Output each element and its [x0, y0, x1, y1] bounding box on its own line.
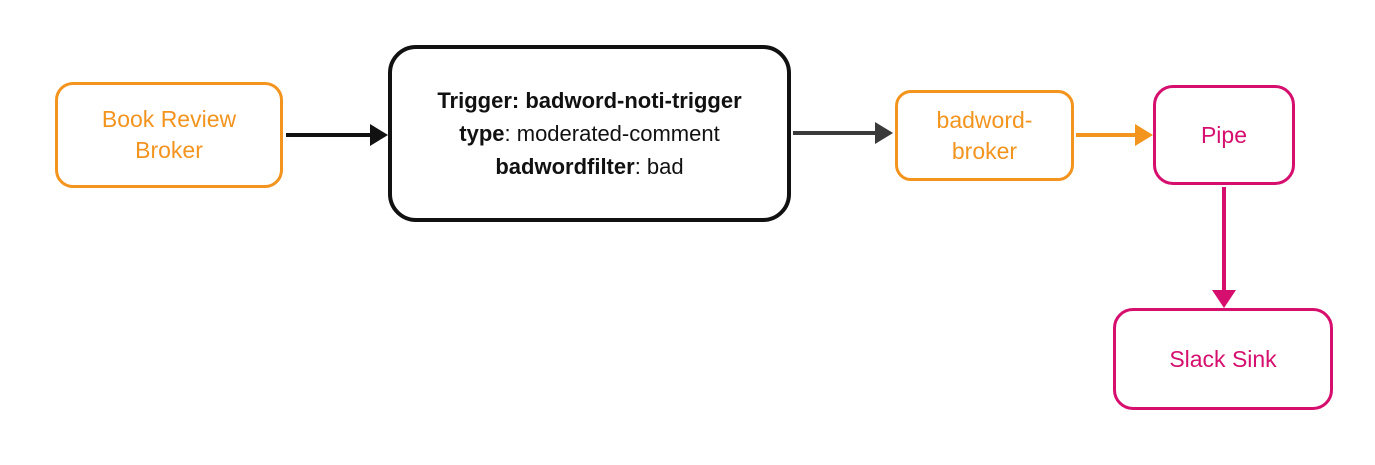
node-book-review-broker-label: Book Review Broker	[101, 106, 237, 163]
trigger-type-key: type	[459, 121, 505, 146]
node-pipe-label: Pipe	[1200, 121, 1248, 148]
trigger-line-name: Trigger: badword-noti-trigger	[437, 84, 741, 117]
node-pipe: Pipe	[1153, 85, 1295, 185]
edge-line	[1222, 187, 1226, 292]
arrowhead-right-icon	[370, 124, 388, 146]
node-book-review-broker: Book Review Broker	[55, 82, 283, 188]
trigger-line-type: type: moderated-comment	[437, 117, 741, 150]
trigger-name-bold: Trigger: badword-noti-trigger	[437, 88, 742, 113]
node-slack-sink-label: Slack Sink	[1169, 345, 1277, 372]
trigger-line-filter: badwordfilter: bad	[437, 150, 741, 183]
trigger-filter-value: : bad	[634, 154, 684, 179]
edge-book-review-broker-to-trigger	[286, 124, 388, 146]
edge-trigger-to-badword-broker	[793, 122, 893, 144]
node-badword-broker: badword-broker	[895, 90, 1074, 181]
edge-line	[1076, 133, 1137, 137]
arrowhead-down-icon	[1212, 290, 1236, 308]
node-badword-broker-label: badword-broker	[936, 106, 1033, 164]
edge-pipe-to-slack-sink	[1212, 187, 1236, 308]
trigger-type-value: : moderated-comment	[504, 121, 720, 146]
arrowhead-right-icon	[1135, 124, 1153, 146]
edge-badword-broker-to-pipe	[1076, 124, 1153, 146]
edge-line	[793, 131, 877, 135]
edge-line	[286, 133, 372, 137]
node-trigger-text: Trigger: badword-noti-trigger type: mode…	[437, 84, 741, 183]
node-slack-sink: Slack Sink	[1113, 308, 1333, 410]
trigger-filter-key: badwordfilter	[495, 154, 635, 179]
arrowhead-right-icon	[875, 122, 893, 144]
node-trigger: Trigger: badword-noti-trigger type: mode…	[388, 45, 791, 222]
